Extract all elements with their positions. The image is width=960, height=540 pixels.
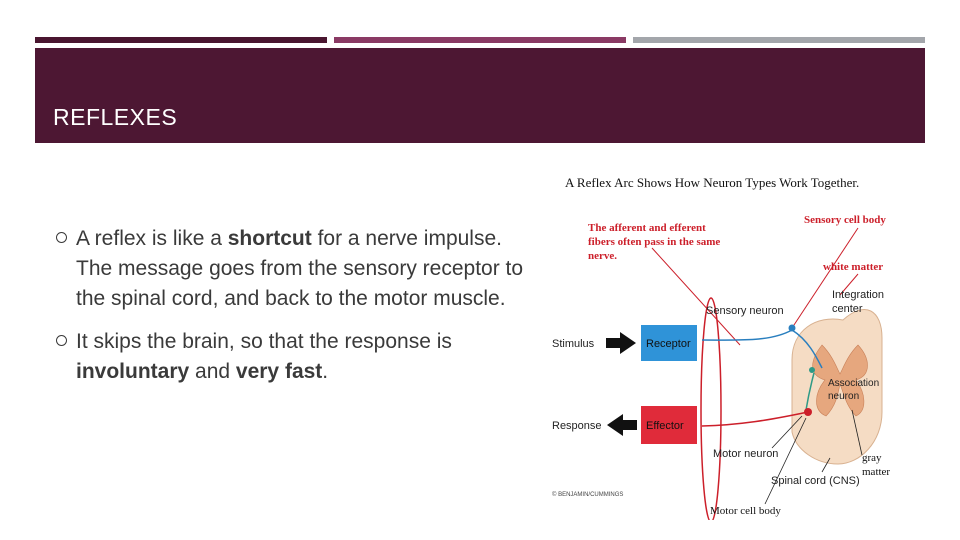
label-association: neuron xyxy=(828,391,859,402)
response-arrow-icon xyxy=(607,414,637,436)
bullet-emphasis: involuntary xyxy=(76,360,190,383)
label-motor-cell-body: Motor cell body xyxy=(710,505,781,517)
label-receptor: Receptor xyxy=(646,338,691,350)
note-text: nerve. xyxy=(588,250,617,262)
label-sensory-cell-body: Sensory cell body xyxy=(804,214,886,226)
sensory-cell-body-dot xyxy=(788,324,796,332)
bullet-item: A reflex is like a shortcut for a nerve … xyxy=(56,224,536,314)
accent-bar-1 xyxy=(35,37,327,43)
label-spinal-cord: Spinal cord (CNS) xyxy=(771,475,860,487)
label-gray-matter: matter xyxy=(862,466,890,478)
title-banner: REFLEXES xyxy=(35,48,925,143)
reflex-arc-svg: A Reflex Arc Shows How Neuron Types Work… xyxy=(552,175,890,523)
bullet-emphasis: very fast xyxy=(235,360,323,383)
motor-neuron-path xyxy=(701,411,809,427)
label-gray-matter: gray xyxy=(862,452,882,464)
bullet-text: It skips the brain, so that the response… xyxy=(76,330,452,353)
label-integration: center xyxy=(832,303,863,315)
motor-cell-body-pointer xyxy=(764,417,807,505)
bullet-emphasis: shortcut xyxy=(227,227,312,250)
spinal-cord-gray-matter xyxy=(812,344,868,417)
label-effector: Effector xyxy=(646,420,684,432)
stimulus-arrow-icon xyxy=(606,332,636,354)
note-text: fibers often pass in the same xyxy=(588,236,720,248)
effector-box xyxy=(641,406,697,444)
bullet-circle-icon xyxy=(56,232,67,243)
bullet-text: and xyxy=(189,360,236,383)
slide-title: REFLEXES xyxy=(53,104,178,130)
receptor-box xyxy=(641,325,697,361)
copyright-text: © BENJAMIN/CUMMINGS xyxy=(552,491,623,498)
diagram-title: A Reflex Arc Shows How Neuron Types Work… xyxy=(565,175,859,190)
label-sensory-neuron: Sensory neuron xyxy=(706,305,784,317)
label-integration: Integration xyxy=(832,289,884,301)
reflex-arc-diagram: A Reflex Arc Shows How Neuron Types Work… xyxy=(540,170,926,523)
note-text: The afferent and efferent xyxy=(588,222,706,234)
label-white-matter: white matter xyxy=(823,261,883,273)
label-stimulus: Stimulus xyxy=(552,338,595,350)
bullet-circle-icon xyxy=(56,335,67,346)
sensory-neuron-path xyxy=(701,329,793,341)
bullet-item: It skips the brain, so that the response… xyxy=(56,327,536,387)
motor-neuron-pointer xyxy=(771,415,803,449)
sensory-neuron-branch xyxy=(791,329,823,369)
association-neuron-dot xyxy=(809,367,815,373)
label-association: Association xyxy=(828,378,879,389)
spinal-cord-pointer xyxy=(821,457,831,473)
accent-bar-3 xyxy=(633,37,925,43)
association-neuron-path xyxy=(805,372,815,411)
nerve-outline xyxy=(700,297,722,523)
bullet-text: A reflex is like a xyxy=(76,227,228,250)
label-response: Response xyxy=(552,420,602,432)
pointer-lines xyxy=(651,227,859,346)
gray-matter-pointer xyxy=(851,409,863,456)
bullet-text: for a nerve impulse. The message goes fr… xyxy=(76,227,524,310)
bullet-text: . xyxy=(322,360,329,383)
label-motor-neuron: Motor neuron xyxy=(713,448,778,460)
bullet-list: A reflex is like a shortcut for a nerve … xyxy=(56,224,536,400)
accent-bar-2 xyxy=(334,37,626,43)
